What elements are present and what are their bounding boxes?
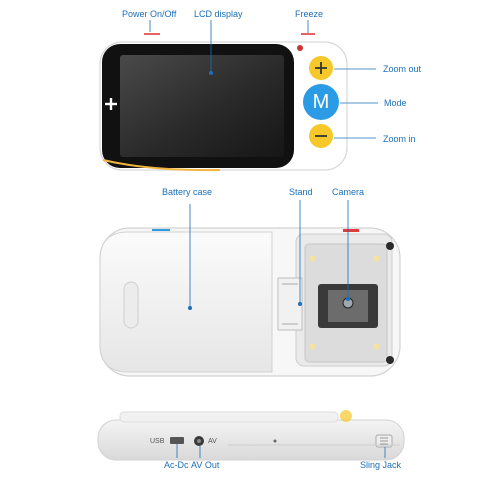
usb-port-label: USB	[150, 438, 165, 445]
power-label: Power On/Off	[122, 9, 177, 19]
front-pointers	[144, 20, 378, 139]
av-port-label: AV	[208, 438, 217, 445]
lcd-display-label: LCD display	[194, 9, 243, 19]
battery-case-grip[interactable]	[123, 281, 139, 329]
mode-label: Mode	[384, 98, 407, 108]
battery-case-label: Battery case	[162, 187, 213, 197]
acdc-label: Ac-Dc	[164, 460, 189, 470]
side-pointers	[176, 444, 386, 458]
side-plus-icon[interactable]	[105, 98, 117, 110]
rubber-foot-bottom	[386, 356, 394, 364]
usb-port[interactable]	[170, 437, 184, 444]
battery-case-cover	[99, 231, 273, 373]
back-view	[99, 227, 401, 377]
camera-label: Camera	[332, 187, 365, 197]
orange-trim	[102, 159, 221, 172]
rubber-foot-top	[386, 242, 394, 250]
back-pointers	[188, 200, 350, 310]
front-view	[99, 41, 348, 172]
freeze-indicator	[297, 45, 303, 51]
zoom-out-label: Zoom out	[383, 64, 422, 74]
av-out-label: AV Out	[191, 460, 220, 470]
device-body-side	[97, 419, 405, 461]
stand-label: Stand	[289, 187, 313, 197]
freeze-label: Freeze	[295, 9, 324, 19]
sling-jack-label: Sling Jack	[360, 460, 402, 470]
zoom-in-label: Zoom in	[383, 134, 416, 144]
mode-button-glyph: M	[312, 91, 330, 113]
plus-icon	[315, 62, 327, 74]
lcd-screen	[120, 55, 284, 157]
mode-button[interactable]	[303, 84, 339, 120]
side-view	[97, 410, 405, 461]
